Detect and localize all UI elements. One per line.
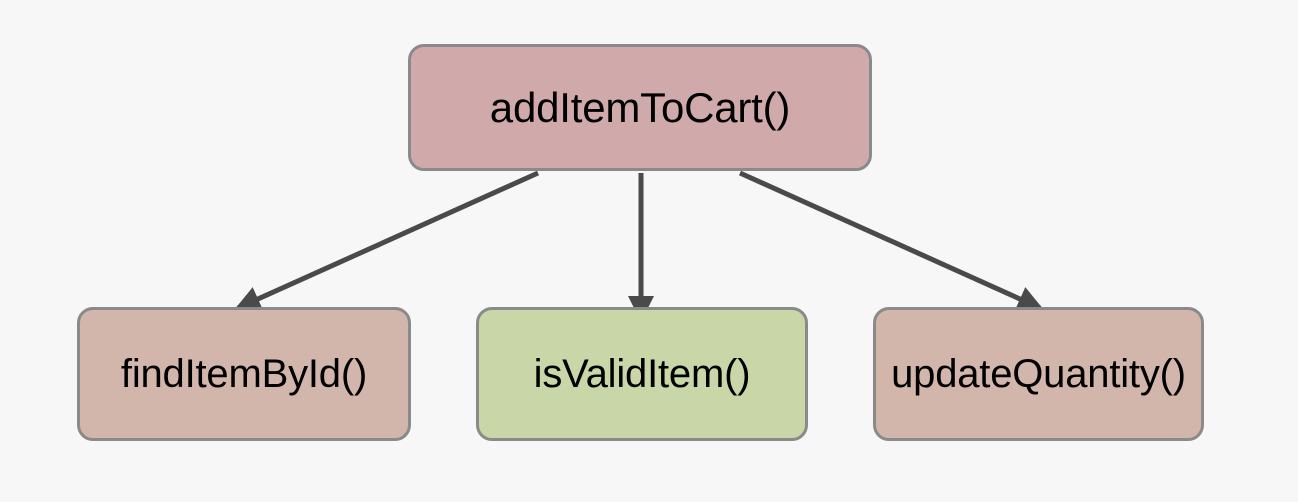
- node-add-item-to-cart[interactable]: addItemToCart(): [408, 44, 872, 171]
- node-label-find-item-by-id: findItemById(): [120, 351, 368, 396]
- edge-addItemToCart-to-updateQuantity: [738, 170, 1044, 311]
- node-label-is-valid-item: isValidItem(): [533, 351, 751, 396]
- node-is-valid-item[interactable]: isValidItem(): [476, 307, 808, 441]
- edge-addItemToCart-to-findItemById: [234, 170, 540, 311]
- node-update-quantity[interactable]: updateQuantity(): [873, 307, 1204, 441]
- node-label-update-quantity: updateQuantity(): [891, 351, 1186, 396]
- node-label-add-item-to-cart: addItemToCart(): [489, 83, 791, 131]
- node-find-item-by-id[interactable]: findItemById(): [77, 307, 411, 441]
